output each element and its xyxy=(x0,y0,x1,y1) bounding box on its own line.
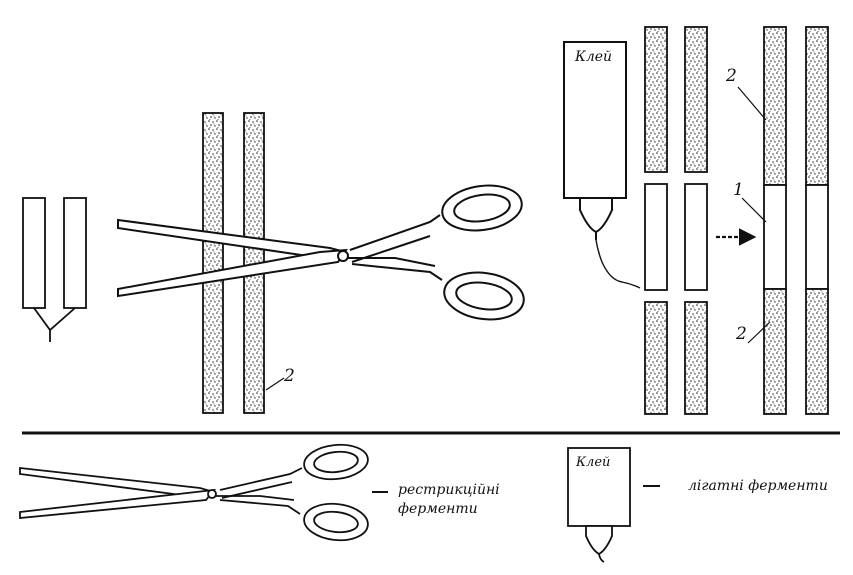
glue-bottle-icon xyxy=(563,41,627,240)
glue-label-top: Клей xyxy=(575,49,613,65)
left-fragments xyxy=(22,197,87,342)
segmented-strands xyxy=(644,26,708,415)
legend-scissors-icon xyxy=(19,443,369,542)
label-2-right-bottom: 2 xyxy=(736,324,747,344)
joined-insert-1 xyxy=(763,184,787,290)
label-1-right: 1 xyxy=(733,180,744,200)
legend-restriction-label-2: ферменти xyxy=(398,501,478,517)
center-strands xyxy=(202,112,265,414)
joined-insert-2 xyxy=(805,184,829,290)
glue-label-bottom: Клей xyxy=(576,455,611,470)
left-fragment-1 xyxy=(22,197,46,309)
legend-restriction-label-1: рестрикційні xyxy=(398,482,500,498)
insert-fragment-1 xyxy=(644,183,668,291)
center-strand-1 xyxy=(202,112,224,414)
insert-fragment-2 xyxy=(684,183,708,291)
label-2-pointer-center xyxy=(265,377,285,391)
label-2-pointer-top xyxy=(737,86,767,121)
glue-bottle-body xyxy=(563,41,627,199)
label-2-pointer-bottom xyxy=(747,321,771,344)
scissors-icon xyxy=(117,184,525,321)
legend-glue-icon xyxy=(567,447,631,563)
label-2-right-top: 2 xyxy=(726,66,737,86)
left-fragment-2 xyxy=(63,197,87,309)
legend-ligase-label: лігатні ферменти xyxy=(688,478,828,494)
label-2-center: 2 xyxy=(284,366,295,386)
left-bracket xyxy=(33,307,76,332)
glue-thread xyxy=(595,239,641,289)
label-1-pointer xyxy=(741,197,767,223)
recombinant-strands xyxy=(763,26,829,415)
